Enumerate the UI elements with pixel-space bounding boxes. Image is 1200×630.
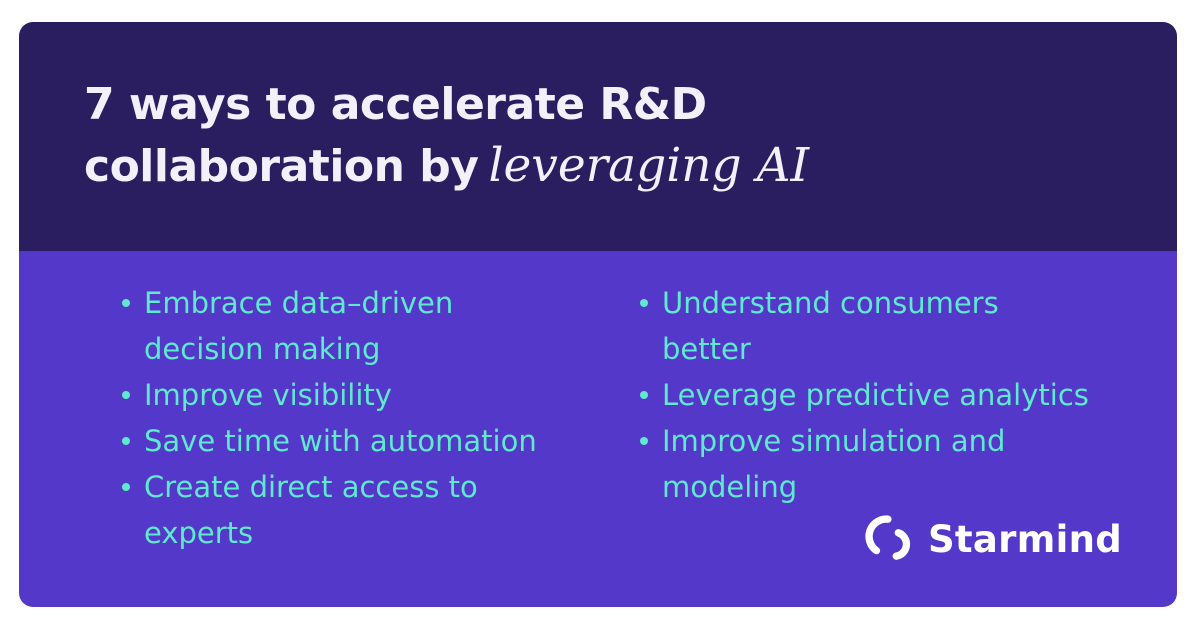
list-item: Create direct access to experts	[122, 464, 640, 556]
list-item: Leverage predictive analytics	[640, 372, 1160, 418]
list-item: Understand consumers better	[640, 280, 1160, 372]
bullet-dot-icon	[640, 299, 648, 307]
title-line-2-regular: collaboration by	[84, 141, 479, 192]
list-item-text: Improve simulation and modeling	[662, 418, 1005, 510]
list-item-text: Create direct access to experts	[144, 464, 478, 556]
header-section: 7 ways to accelerate R&D collaboration b…	[19, 22, 1177, 251]
infographic-card: 7 ways to accelerate R&D collaboration b…	[19, 22, 1177, 607]
list-item-text: Embrace data–driven decision making	[144, 280, 453, 372]
list-item-line: Improve visibility	[144, 378, 392, 412]
title-line-2-italic: leveraging AI	[488, 138, 810, 193]
bullet-dot-icon	[122, 391, 130, 399]
starmind-logo-icon	[865, 515, 911, 560]
bullet-dot-icon	[122, 437, 130, 445]
list-item-line: modeling	[662, 470, 798, 504]
list-item: Save time with automation	[122, 418, 640, 464]
list-item-text: Leverage predictive analytics	[662, 372, 1089, 418]
list-item-line: decision making	[144, 332, 381, 366]
bullet-dot-icon	[122, 299, 130, 307]
list-item: Improve visibility	[122, 372, 640, 418]
starmind-logo: Starmind	[863, 509, 1122, 569]
list-item-text: Save time with automation	[144, 418, 537, 464]
list-item-line: Create direct access to	[144, 470, 478, 504]
list-item-line: Leverage predictive analytics	[662, 378, 1089, 412]
body-section: Embrace data–driven decision making Impr…	[19, 251, 1177, 607]
list-item-text: Improve visibility	[144, 372, 392, 418]
bullet-list-right: Understand consumers better Leverage pre…	[640, 280, 1160, 556]
list-item-line: better	[662, 332, 751, 366]
starmind-logo-wordmark: Starmind	[927, 517, 1122, 561]
list-item-line: Improve simulation and	[662, 424, 1006, 458]
title-line-1: 7 ways to accelerate R&D	[84, 79, 707, 130]
list-item-line: Save time with automation	[144, 424, 537, 458]
bullet-list-left: Embrace data–driven decision making Impr…	[122, 280, 640, 556]
list-item-line: experts	[144, 516, 254, 550]
bullet-dot-icon	[640, 437, 648, 445]
list-item: Embrace data–driven decision making	[122, 280, 640, 372]
bullet-dot-icon	[640, 391, 648, 399]
bullet-columns: Embrace data–driven decision making Impr…	[122, 280, 1160, 556]
list-item-text: Understand consumers better	[662, 280, 999, 372]
list-item-line: Understand consumers	[662, 286, 999, 320]
list-item: Improve simulation and modeling	[640, 418, 1160, 510]
bullet-dot-icon	[122, 483, 130, 491]
page-title: 7 ways to accelerate R&D collaboration b…	[84, 74, 1177, 197]
list-item-line: Embrace data–driven	[144, 286, 454, 320]
